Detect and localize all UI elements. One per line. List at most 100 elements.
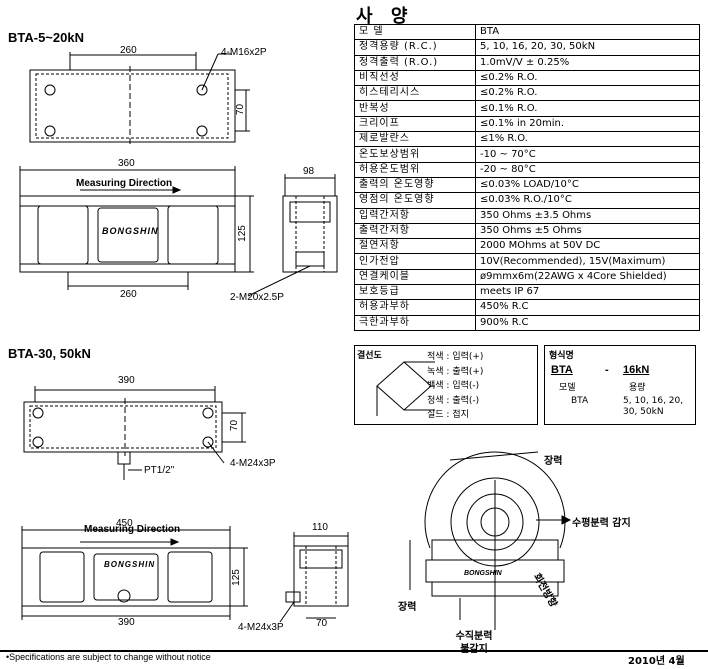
drawing-bta-small <box>19 52 338 297</box>
spec-value: 1.0mV/V ± 0.25% <box>475 54 700 71</box>
thread-label-small: 2-M20x2.5P <box>230 292 284 303</box>
wiring-box: 결선도 적색 : 입력(+) 녹색 : 출력(+) 백색 : 입력(-) 청색 … <box>354 345 538 425</box>
brand-logo-small: BONGSHIN <box>102 226 159 236</box>
spec-key: 비직선성 <box>354 69 476 87</box>
wiring-line: 녹색 : 출력(+) <box>427 366 484 377</box>
spec-row: 제로발란스≤1% R.O. <box>354 131 700 148</box>
spec-key: 정격용량 (R.C.) <box>354 39 476 56</box>
wiring-line: 적색 : 입력(+) <box>427 352 484 362</box>
spec-key: 연결케이블 <box>354 268 476 286</box>
spec-key: 허용과부하 <box>354 299 476 316</box>
tension-top-label: 장력 <box>544 456 563 467</box>
spec-key: 절연저항 <box>354 238 476 255</box>
footer-date: 2010년 4월 <box>628 656 685 667</box>
spec-key: 모 델 <box>354 23 476 41</box>
spec-row: 허용온도범위-20 ~ 80°C <box>354 161 700 178</box>
drawing-bta-large <box>21 386 349 623</box>
footer-note: •Specifications are subject to change wi… <box>6 652 211 662</box>
dim-260-bottom: 260 <box>120 289 137 300</box>
spec-value: ø9mmx6m(22AWG x 4Core Shielded) <box>475 268 700 286</box>
model-code-title: 형식명 <box>549 351 574 361</box>
spec-row: 정격용량 (R.C.)5, 10, 16, 20, 30, 50kN <box>354 39 700 56</box>
spec-row: 영점의 온도영향≤0.03% R.O./10°C <box>354 192 700 209</box>
spec-row: 비직선성≤0.2% R.O. <box>354 69 700 87</box>
wiring-list: 적색 : 입력(+) 녹색 : 출력(+) 백색 : 입력(-) 청색 : 출력… <box>427 350 483 423</box>
bridge-icon <box>376 361 435 416</box>
spec-key: 히스테리시스 <box>354 85 476 102</box>
spec-key: 정격출력 (R.O.) <box>354 54 476 71</box>
spec-value: ≤0.1% in 20min. <box>475 115 700 133</box>
spec-value: 450% R.C <box>475 299 700 316</box>
wiring-line: 실드 : 접지 <box>427 410 469 420</box>
spec-value: ≤0.2% R.O. <box>475 69 700 87</box>
spec-key: 입력간저항 <box>354 207 476 224</box>
spec-row: 정격출력 (R.O.)1.0mV/V ± 0.25% <box>354 54 700 71</box>
spec-key: 영점의 온도영향 <box>354 192 476 209</box>
spec-key: 크리이프 <box>354 115 476 133</box>
measuring-direction-small: Measuring Direction <box>76 178 173 189</box>
model-code-dash: - <box>605 364 609 376</box>
wiring-line: 백색 : 입력(-) <box>427 381 480 391</box>
dim-390-top: 390 <box>118 375 135 386</box>
tension-bottom-label: 장력 <box>398 602 417 613</box>
dim-70-side: 70 <box>316 618 328 629</box>
spec-value: -10 ~ 70°C <box>475 146 700 163</box>
model-code-model: BTA <box>551 364 573 376</box>
spec-key: 출력의 온도영향 <box>354 176 476 194</box>
spec-value: ≤0.2% R.O. <box>475 85 700 102</box>
capacity-label: 용량 <box>629 383 646 393</box>
pt-label: PT1/2" <box>144 465 175 476</box>
dim-125-small: 125 <box>236 225 248 242</box>
spec-value: ≤1% R.O. <box>475 131 700 148</box>
model-title-small: BTA-5~20kN <box>8 30 84 45</box>
hole-label-small: 4-M16x2P <box>221 47 267 58</box>
spec-key: 출력간저항 <box>354 222 476 240</box>
measuring-direction-large: Measuring Direction <box>84 524 181 535</box>
spec-value: 350 Ohms ±3.5 Ohms <box>475 207 700 224</box>
model-code-capacity: 16kN <box>623 364 650 376</box>
spec-value: 10V(Recommended), 15V(Maximum) <box>475 253 700 270</box>
spec-title: 사 양 <box>356 6 414 27</box>
model-value: BTA <box>571 396 589 406</box>
spec-value: 900% R.C <box>475 314 700 331</box>
dim-390-bottom: 390 <box>118 617 135 628</box>
spec-value: -20 ~ 80°C <box>475 161 700 178</box>
spec-key: 보호등급 <box>354 284 476 301</box>
mounting-diagram <box>409 451 572 630</box>
spec-key: 인가전압 <box>354 253 476 270</box>
spec-key: 극한과부하 <box>354 314 476 331</box>
wiring-line: 청색 : 출력(-) <box>427 395 480 406</box>
spec-key: 제로발란스 <box>354 131 476 148</box>
spec-row: 출력의 온도영향≤0.03% LOAD/10°C <box>354 176 700 194</box>
hole-label-large: 4-M24x3P <box>230 458 276 469</box>
spec-row: 히스테리시스≤0.2% R.O. <box>354 85 700 102</box>
spec-row: 크리이프≤0.1% in 20min. <box>354 115 700 133</box>
spec-key: 반복성 <box>354 100 476 117</box>
horizontal-force-label: 수평분력 감지 <box>572 518 631 529</box>
thread-label-large: 4-M24x3P <box>238 622 284 633</box>
spec-value: ≤0.1% R.O. <box>475 100 700 117</box>
brand-logo-mount: BONGSHIN <box>464 570 502 577</box>
spec-value: ≤0.03% R.O./10°C <box>475 192 700 209</box>
dim-70-large: 70 <box>229 419 241 432</box>
spec-value: ≤0.03% LOAD/10°C <box>475 176 700 194</box>
spec-value: meets IP 67 <box>475 284 700 301</box>
capacity-values: 5, 10, 16, 20, 30, 50kN <box>623 396 684 417</box>
dim-98: 98 <box>303 166 315 177</box>
brand-logo-large: BONGSHIN <box>104 560 156 569</box>
spec-row: 온도보상범위-10 ~ 70°C <box>354 146 700 163</box>
spec-key: 온도보상범위 <box>354 146 476 163</box>
dim-125-large: 125 <box>230 569 242 586</box>
dim-110: 110 <box>312 522 328 533</box>
dim-260-top: 260 <box>120 45 137 56</box>
